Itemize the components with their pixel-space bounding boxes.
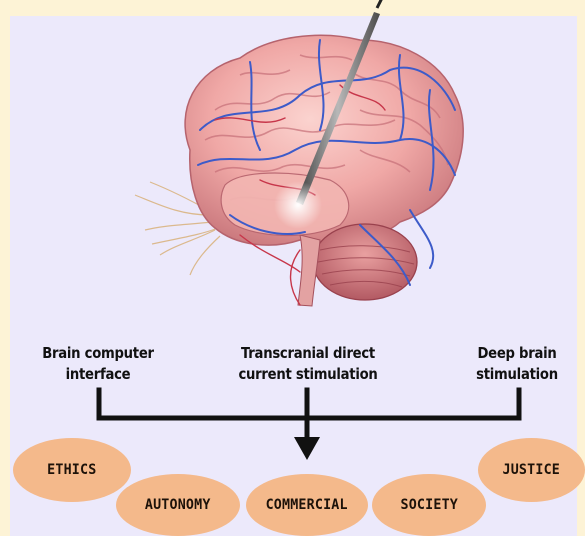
issue-justice: JUSTICE xyxy=(478,438,585,502)
issue-commercial: COMMERCIAL xyxy=(246,474,368,536)
issue-label: JUSTICE xyxy=(503,462,561,478)
issue-label: COMMERCIAL xyxy=(266,497,348,513)
issue-label: AUTONOMY xyxy=(145,497,211,513)
issue-autonomy: AUTONOMY xyxy=(116,474,240,536)
arrow-down-icon xyxy=(294,437,320,460)
issue-label: ETHICS xyxy=(47,462,96,478)
issue-society: SOCIETY xyxy=(372,474,486,536)
issue-ethics: ETHICS xyxy=(13,438,131,502)
issue-label: SOCIETY xyxy=(400,497,458,513)
